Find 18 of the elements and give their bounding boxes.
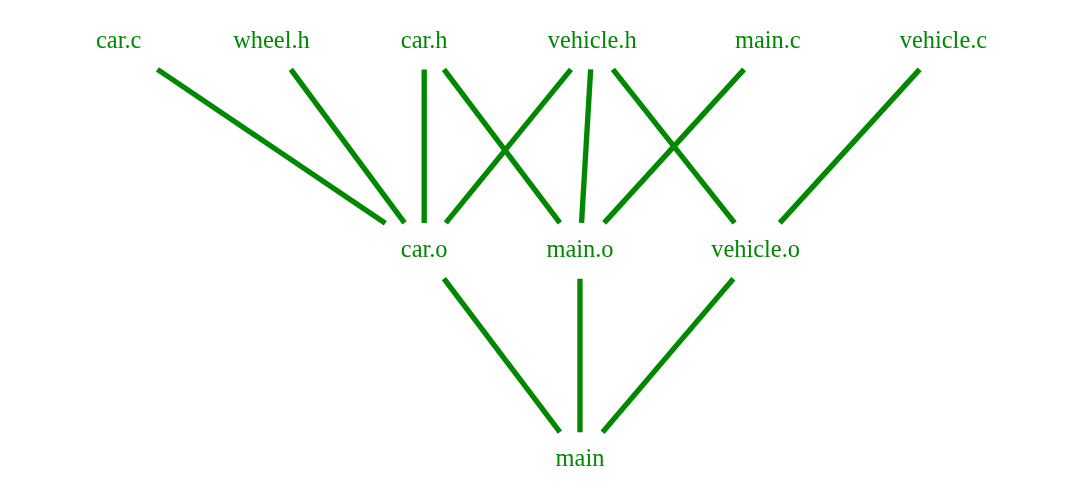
node-text: car.c [96, 25, 142, 53]
node-text: vehicle.o [711, 234, 801, 262]
connector [577, 278, 583, 433]
node-text: car.o [400, 234, 448, 262]
connector [777, 67, 922, 225]
node-text: main.o [546, 234, 614, 262]
connector [578, 69, 594, 224]
node-text: wheel.h [233, 25, 310, 53]
node-text: main [555, 444, 605, 472]
connector [600, 276, 736, 434]
connector [155, 67, 387, 226]
node-text: vehicle.c [899, 25, 988, 53]
node-text: vehicle.h [547, 25, 637, 53]
connector [288, 67, 407, 225]
node-text: car.h [400, 25, 448, 53]
connector [421, 69, 427, 223]
connector [441, 277, 563, 434]
node-text: main.c [734, 25, 801, 53]
